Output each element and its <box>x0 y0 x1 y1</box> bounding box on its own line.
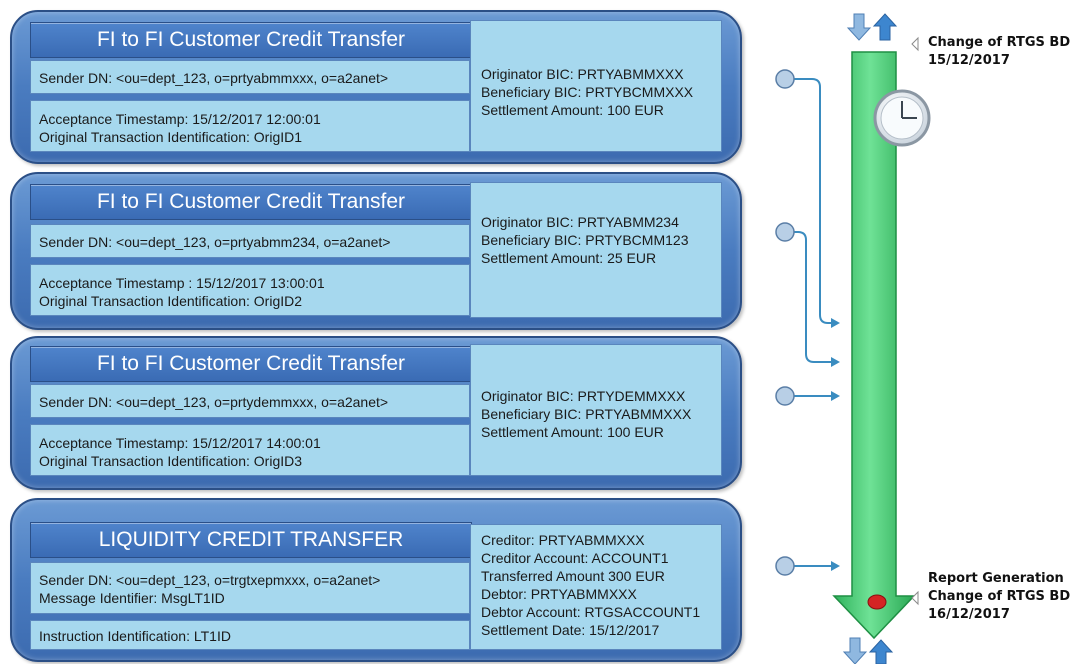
clock-icon <box>873 89 931 147</box>
panel-title: LIQUIDITY CREDIT TRANSFER <box>30 522 472 558</box>
details-box: Acceptance Timestamp: 15/12/2017 14:00:0… <box>30 424 470 476</box>
connector-4-arrow <box>831 561 840 571</box>
acceptance-timestamp: Acceptance Timestamp: 15/12/2017 12:00:0… <box>39 111 321 127</box>
sender-box: Sender DN: <ou=dept_123, o=prtydemmxxx, … <box>30 384 470 418</box>
debtor-account: Debtor Account: RTGSACCOUNT1 <box>481 604 701 620</box>
settlement-amount: Settlement Amount: 100 EUR <box>481 102 664 118</box>
bottom-label-pointer <box>911 590 919 606</box>
original-transaction-id: Original Transaction Identification: Ori… <box>39 293 303 309</box>
creditor: Creditor: PRTYABMMXXX <box>481 532 645 548</box>
sender-dn: Sender DN: <ou=dept_123, o=prtydemmxxx, … <box>39 394 389 410</box>
sender-box: Sender DN: <ou=dept_123, o=trgtxepmxxx, … <box>30 562 470 614</box>
liquidity-details-box: Creditor: PRTYABMMXXX Creditor Account: … <box>470 524 722 650</box>
bottom-label-line-2: Change of RTGS BD <box>928 589 1071 604</box>
beneficiary-bic: Beneficiary BIC: PRTYABMMXXX <box>481 406 692 422</box>
original-transaction-id: Original Transaction Identification: Ori… <box>39 129 303 145</box>
settlement-amount: Settlement Amount: 100 EUR <box>481 424 664 440</box>
liquidity-panel: LIQUIDITY CREDIT TRANSFER Sender DN: <ou… <box>10 498 742 662</box>
sender-dn: Sender DN: <ou=dept_123, o=trgtxepmxxx, … <box>39 572 381 588</box>
connector-3-node <box>775 386 795 406</box>
connector-4-node <box>775 556 795 576</box>
transfer-panel-2: FI to FI Customer Credit Transfer Sender… <box>10 172 742 330</box>
red-dot-icon <box>867 594 887 610</box>
details-box: Acceptance Timestamp: 15/12/2017 12:00:0… <box>30 100 470 152</box>
panel-title: FI to FI Customer Credit Transfer <box>30 184 472 220</box>
originator-bic: Originator BIC: PRTYABMM234 <box>481 214 679 230</box>
bottom-label-line-1: Report Generation <box>928 571 1064 586</box>
connector-1-arrow <box>831 318 840 328</box>
top-label-line-2: 15/12/2017 <box>928 53 1010 68</box>
acceptance-timestamp: Acceptance Timestamp : 15/12/2017 13:00:… <box>39 275 325 291</box>
bic-box: Originator BIC: PRTYDEMMXXX Beneficiary … <box>470 344 722 476</box>
connector-2 <box>793 231 838 363</box>
acceptance-timestamp: Acceptance Timestamp: 15/12/2017 14:00:0… <box>39 435 321 451</box>
sender-box: Sender DN: <ou=dept_123, o=prtyabmmxxx, … <box>30 60 470 94</box>
transfer-panel-1: FI to FI Customer Credit Transfer Sender… <box>10 10 742 164</box>
beneficiary-bic: Beneficiary BIC: PRTYBCMMXXX <box>481 84 694 100</box>
connector-1 <box>793 78 838 324</box>
sender-dn: Sender DN: <ou=dept_123, o=prtyabmm234, … <box>39 234 391 250</box>
connector-1-node <box>775 69 795 89</box>
settlement-amount: Settlement Amount: 25 EUR <box>481 250 657 266</box>
top-event-label: Change of RTGS BD 15/12/2017 <box>928 34 1070 70</box>
instruction-identification: Instruction Identification: LT1ID <box>39 628 231 644</box>
swap-arrows-icon-bottom <box>842 637 894 664</box>
bottom-label-line-3: 16/12/2017 <box>928 607 1010 622</box>
creditor-account: Creditor Account: ACCOUNT1 <box>481 550 669 566</box>
bic-box: Originator BIC: PRTYABMM234 Beneficiary … <box>470 182 722 318</box>
sender-dn: Sender DN: <ou=dept_123, o=prtyabmmxxx, … <box>39 70 389 86</box>
originator-bic: Originator BIC: PRTYDEMMXXX <box>481 388 686 404</box>
original-transaction-id: Original Transaction Identification: Ori… <box>39 453 303 469</box>
connector-2-arrow <box>831 357 840 367</box>
sender-box: Sender DN: <ou=dept_123, o=prtyabmm234, … <box>30 224 470 258</box>
top-label-pointer <box>911 36 919 52</box>
transfer-panel-3: FI to FI Customer Credit Transfer Sender… <box>10 336 742 490</box>
connector-2-node <box>775 222 795 242</box>
settlement-date: Settlement Date: 15/12/2017 <box>481 622 660 638</box>
transferred-amount: Transferred Amount 300 EUR <box>481 568 665 584</box>
connector-3-arrow <box>831 391 840 401</box>
bic-box: Originator BIC: PRTYABMMXXX Beneficiary … <box>470 20 722 152</box>
panel-title: FI to FI Customer Credit Transfer <box>30 346 472 382</box>
beneficiary-bic: Beneficiary BIC: PRTYBCMM123 <box>481 232 689 248</box>
debtor: Debtor: PRTYABMMXXX <box>481 586 637 602</box>
bottom-event-label: Report Generation Change of RTGS BD 16/1… <box>928 570 1070 624</box>
originator-bic: Originator BIC: PRTYABMMXXX <box>481 66 684 82</box>
top-label-line-1: Change of RTGS BD <box>928 35 1071 50</box>
details-box: Acceptance Timestamp : 15/12/2017 13:00:… <box>30 264 470 316</box>
instruction-box: Instruction Identification: LT1ID <box>30 620 470 650</box>
swap-arrows-icon-top <box>846 13 898 41</box>
panel-title: FI to FI Customer Credit Transfer <box>30 22 472 58</box>
message-identifier: Message Identifier: MsgLT1ID <box>39 590 225 606</box>
